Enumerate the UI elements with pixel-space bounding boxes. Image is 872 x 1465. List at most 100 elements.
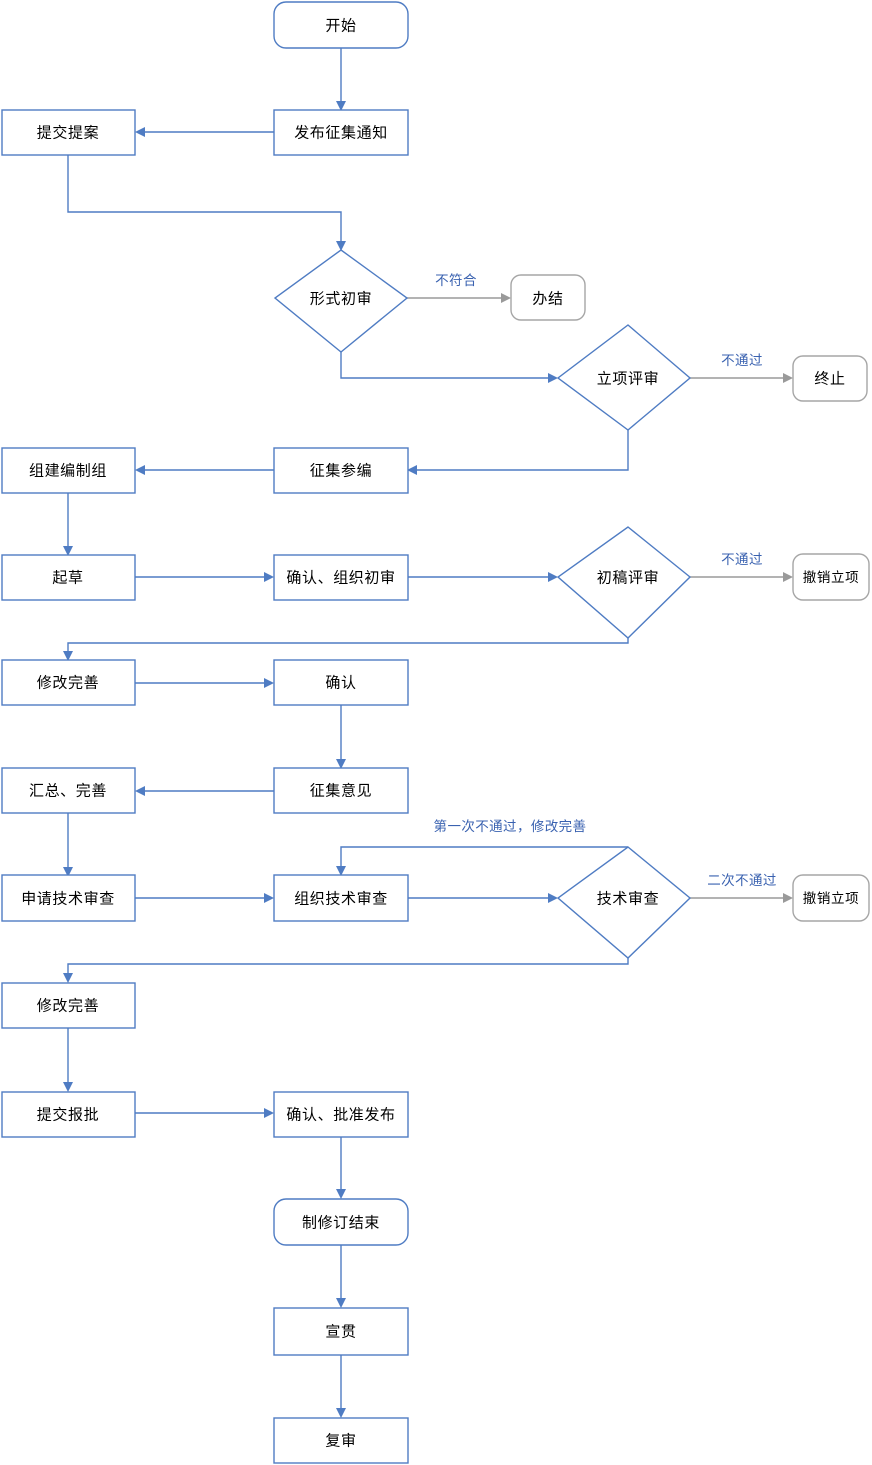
node-draft-review[interactable]: 初稿评审	[556, 526, 692, 639]
node-confirm-organize-review[interactable]: 确认、组织初审	[273, 554, 409, 601]
arrowhead-tech-review-loop	[336, 866, 346, 876]
node-confirm-organize-review-shape[interactable]	[273, 554, 409, 601]
node-terminated[interactable]: 终止	[792, 355, 868, 402]
node-promotion-label: 宣贯	[325, 1323, 356, 1341]
node-confirm-approve-publish-label: 确认、批准发布	[286, 1106, 395, 1124]
node-cancel-project-2-shape[interactable]	[792, 874, 870, 922]
node-publish-notice-label: 发布征集通知	[294, 124, 388, 142]
node-revision-end-shape[interactable]	[273, 1198, 409, 1246]
arrowhead-cancel-project-2	[783, 893, 793, 903]
node-re-review-label: 复审	[325, 1432, 356, 1450]
node-drafting-shape[interactable]	[1, 554, 136, 601]
node-recruit-members[interactable]: 征集参编	[273, 447, 409, 494]
arrowhead-confirm	[264, 678, 274, 688]
arrowhead-cancel-project-1	[783, 572, 793, 582]
node-closed[interactable]: 办结	[510, 274, 586, 321]
arrowhead-closed	[501, 293, 511, 303]
node-project-review-shape[interactable]	[556, 324, 692, 431]
node-apply-tech-review-shape[interactable]	[1, 874, 136, 922]
arrowhead-submit-approval	[63, 1082, 73, 1092]
node-revision-end[interactable]: 制修订结束	[273, 1198, 409, 1246]
node-promotion[interactable]: 宣贯	[273, 1307, 409, 1356]
node-confirm-approve-publish-shape[interactable]	[273, 1091, 409, 1138]
arrowhead-revise-improve-2	[63, 973, 73, 983]
node-summarize-improve-shape[interactable]	[1, 767, 136, 814]
node-re-review-shape[interactable]	[273, 1417, 409, 1464]
node-summarize-improve-label: 汇总、完善	[29, 782, 107, 800]
node-terminated-label: 终止	[814, 370, 845, 388]
node-confirm-label: 确认	[325, 674, 356, 692]
node-form-team-label: 组建编制组	[29, 462, 107, 480]
node-organize-tech-review[interactable]: 组织技术审查	[273, 874, 409, 922]
node-cancel-project-1-shape[interactable]	[792, 553, 870, 601]
node-confirm[interactable]: 确认	[273, 659, 409, 706]
node-revision-end-label: 制修订结束	[302, 1214, 380, 1232]
node-organize-tech-review-shape[interactable]	[273, 874, 409, 922]
node-project-review[interactable]: 立项评审	[556, 324, 692, 431]
arrowhead-recruit-members	[407, 465, 417, 475]
node-collect-opinions-shape[interactable]	[273, 767, 409, 814]
node-draft-review-shape[interactable]	[556, 526, 692, 639]
node-revise-improve-1[interactable]: 修改完善	[1, 659, 136, 706]
node-project-review-label: 立项评审	[597, 370, 659, 388]
node-submit-approval-shape[interactable]	[1, 1091, 136, 1138]
node-re-review[interactable]: 复审	[273, 1417, 409, 1464]
node-promotion-shape[interactable]	[273, 1307, 409, 1356]
edge-tech-review-to-revise-improve-2	[67, 958, 629, 976]
node-form-review[interactable]: 形式初审	[273, 249, 409, 353]
arrowhead-re-review	[336, 1408, 346, 1418]
node-closed-shape[interactable]	[510, 274, 586, 321]
node-start-label: 开始	[325, 17, 356, 35]
node-apply-tech-review-label: 申请技术审查	[21, 890, 115, 908]
node-tech-review[interactable]: 技术审查	[556, 846, 692, 959]
node-cancel-project-2[interactable]: 撤销立项	[792, 874, 870, 922]
arrowhead-confirm-organize-review	[264, 572, 274, 582]
node-revise-improve-2-label: 修改完善	[37, 997, 99, 1015]
node-summarize-improve[interactable]: 汇总、完善	[1, 767, 136, 814]
edge-draft-review-to-revise-improve-1	[67, 638, 629, 654]
node-revise-improve-1-shape[interactable]	[1, 659, 136, 706]
arrowhead-confirm-approve-publish	[264, 1108, 274, 1118]
node-confirm-shape[interactable]	[273, 659, 409, 706]
arrowhead-drafting	[63, 546, 73, 556]
node-revise-improve-1-label: 修改完善	[37, 674, 99, 692]
node-tech-review-label: 技术审查	[597, 890, 659, 908]
edge-project-review-to-recruit-members	[414, 430, 629, 471]
node-collect-opinions[interactable]: 征集意见	[273, 767, 409, 814]
arrowhead-form-team	[135, 465, 145, 475]
node-submit-proposal-shape[interactable]	[1, 109, 136, 156]
node-submit-proposal[interactable]: 提交提案	[1, 109, 136, 156]
edge-form-review-to-project-review	[340, 352, 551, 379]
node-publish-notice-shape[interactable]	[273, 109, 409, 156]
node-confirm-organize-review-label: 确认、组织初审	[286, 569, 395, 587]
node-cancel-project-1[interactable]: 撤销立项	[792, 553, 870, 601]
node-form-review-shape[interactable]	[273, 249, 409, 353]
node-organize-tech-review-label: 组织技术审查	[294, 890, 388, 908]
arrowhead-summarize-improve	[135, 786, 145, 796]
arrowhead-revise-improve-1	[63, 651, 73, 661]
node-revise-improve-2[interactable]: 修改完善	[1, 982, 136, 1029]
node-form-review-label: 形式初审	[310, 290, 372, 308]
node-tech-review-shape[interactable]	[556, 846, 692, 959]
node-confirm-approve-publish[interactable]: 确认、批准发布	[273, 1091, 409, 1138]
node-start[interactable]: 开始	[273, 1, 409, 49]
node-drafting[interactable]: 起草	[1, 554, 136, 601]
node-recruit-members-label: 征集参编	[310, 462, 372, 480]
node-revise-improve-2-shape[interactable]	[1, 982, 136, 1029]
arrowhead-publish-notice	[336, 101, 346, 111]
node-form-team-shape[interactable]	[1, 447, 136, 494]
node-submit-approval[interactable]: 提交报批	[1, 1091, 136, 1138]
node-publish-notice[interactable]: 发布征集通知	[273, 109, 409, 156]
arrowhead-terminated	[783, 373, 793, 383]
arrowhead-form-review	[336, 241, 346, 251]
node-apply-tech-review[interactable]: 申请技术审查	[1, 874, 136, 922]
edge-label-form-review-fail: 不符合	[435, 273, 477, 289]
node-start-shape[interactable]	[273, 1, 409, 49]
node-form-team[interactable]: 组建编制组	[1, 447, 136, 494]
node-recruit-members-shape[interactable]	[273, 447, 409, 494]
edge-label-tech-review-second-fail: 二次不通过	[707, 873, 777, 889]
arrowhead-apply-tech-review	[63, 867, 73, 877]
node-terminated-shape[interactable]	[792, 355, 868, 402]
